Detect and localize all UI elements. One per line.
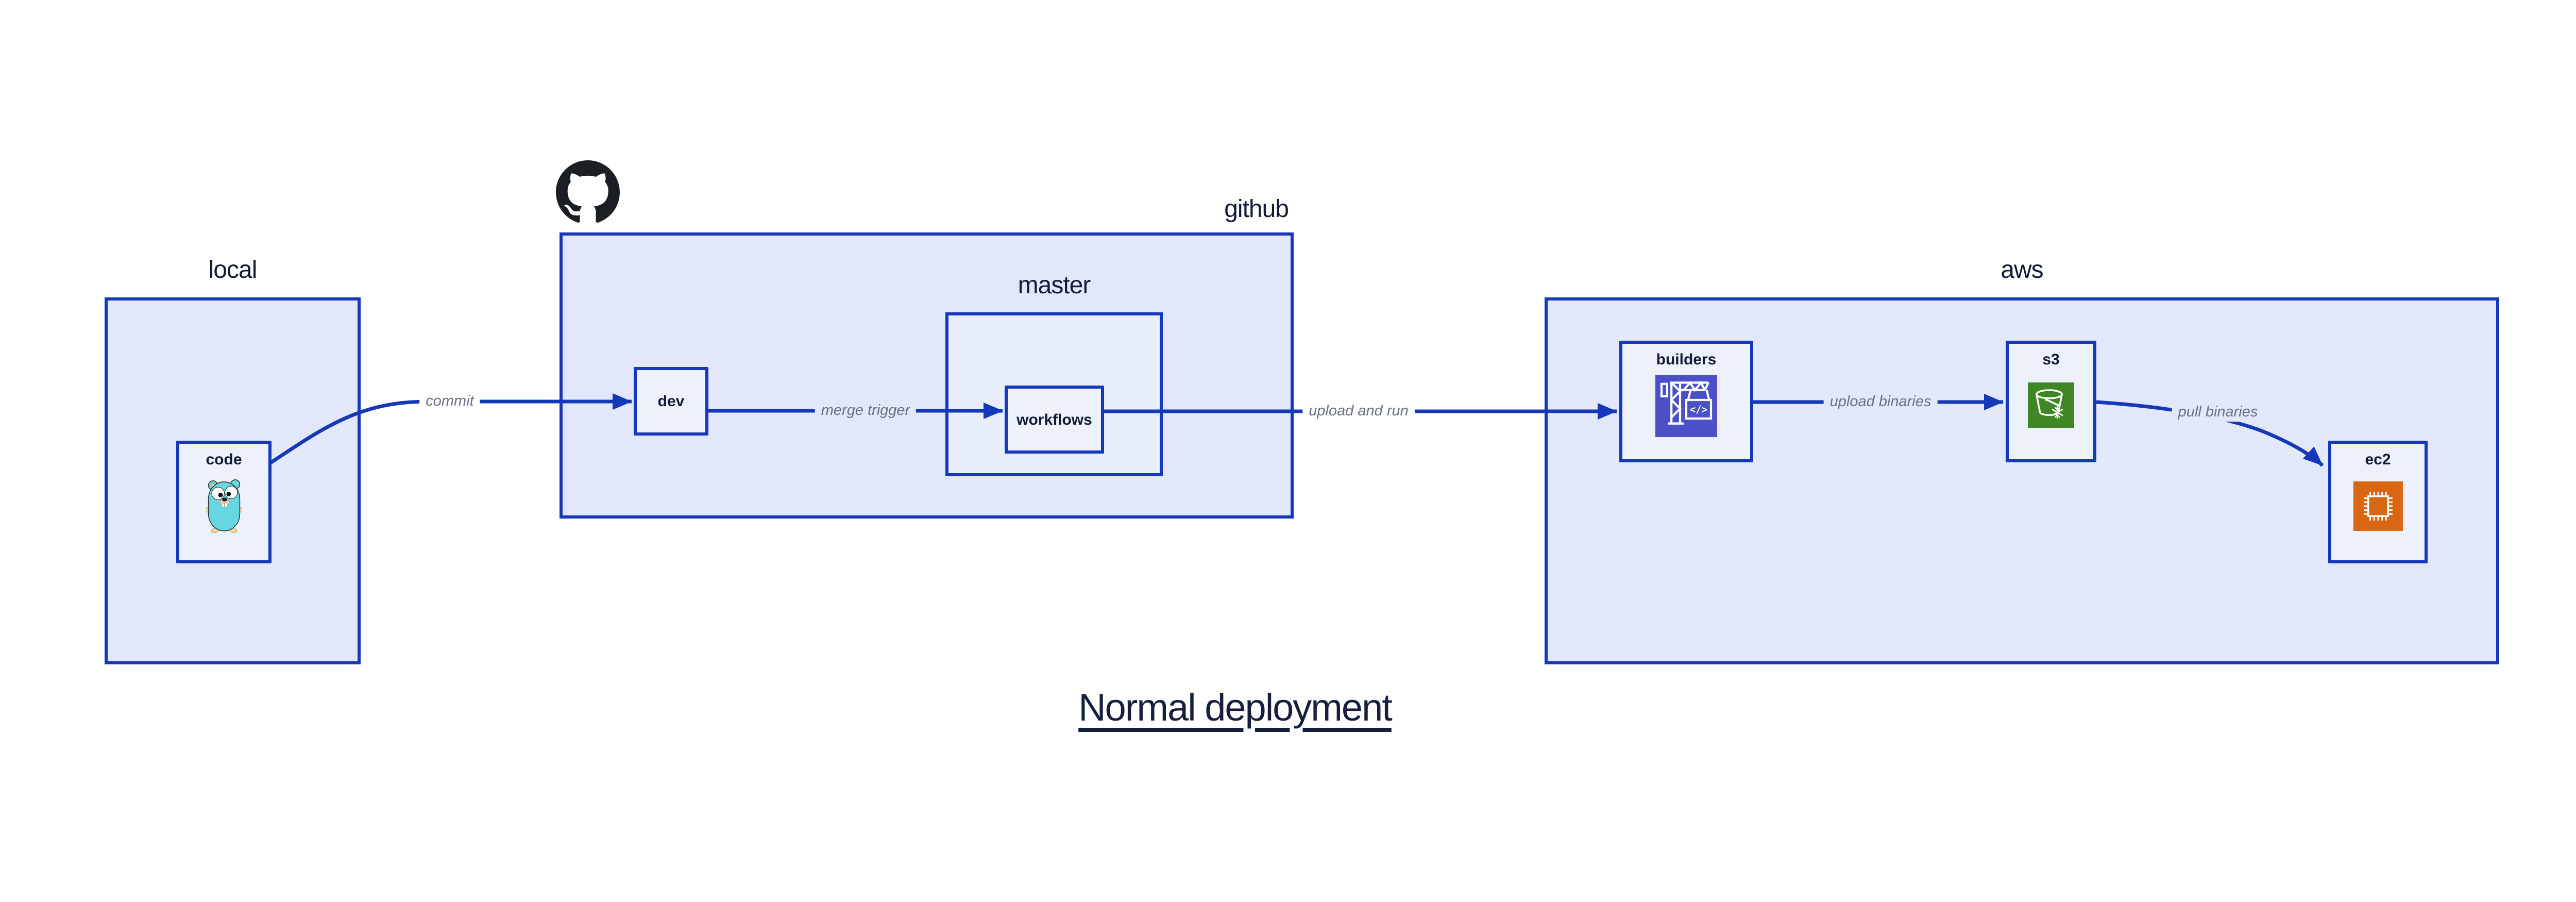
node-workflows: workflows	[1005, 386, 1104, 454]
node-builders: builders </>	[1619, 341, 1753, 462]
edge-pull-binaries	[2096, 400, 2324, 467]
go-gopher-icon	[206, 477, 242, 533]
node-s3-label: s3	[2042, 351, 2060, 368]
edge-label-upload-and-run: upload and run	[1302, 402, 1415, 421]
cluster-label-aws: aws	[2001, 256, 2043, 283]
edge-label-commit: commit	[419, 392, 480, 411]
edge-label-pull-binaries: pull binaries	[2172, 403, 2264, 422]
aws-codebuild-icon: </>	[1655, 375, 1717, 437]
node-builders-label: builders	[1656, 351, 1717, 368]
node-ec2: ec2	[2328, 441, 2428, 563]
aws-s3-glacier-icon	[2028, 382, 2074, 428]
cluster-label-master: master	[1018, 272, 1091, 299]
cluster-label-github: github	[1224, 195, 1289, 223]
codebuild-glyph: </>	[1690, 404, 1708, 415]
node-s3: s3	[2006, 341, 2096, 462]
edge-label-merge-trigger: merge trigger	[815, 402, 917, 420]
cluster-label-local: local	[208, 256, 258, 283]
aws-ec2-icon	[2353, 481, 2403, 531]
node-workflows-label: workflows	[1016, 411, 1092, 428]
diagram-title: Normal deployment	[1078, 686, 1393, 729]
node-code: code	[176, 441, 272, 563]
node-ec2-label: ec2	[2365, 451, 2391, 468]
edge-label-upload-binaries: upload binaries	[1823, 393, 1938, 411]
node-dev: dev	[634, 367, 708, 436]
github-octocat-icon	[556, 160, 620, 227]
node-dev-label: dev	[657, 393, 685, 410]
edge-commit	[268, 393, 632, 465]
node-code-label: code	[206, 451, 242, 468]
